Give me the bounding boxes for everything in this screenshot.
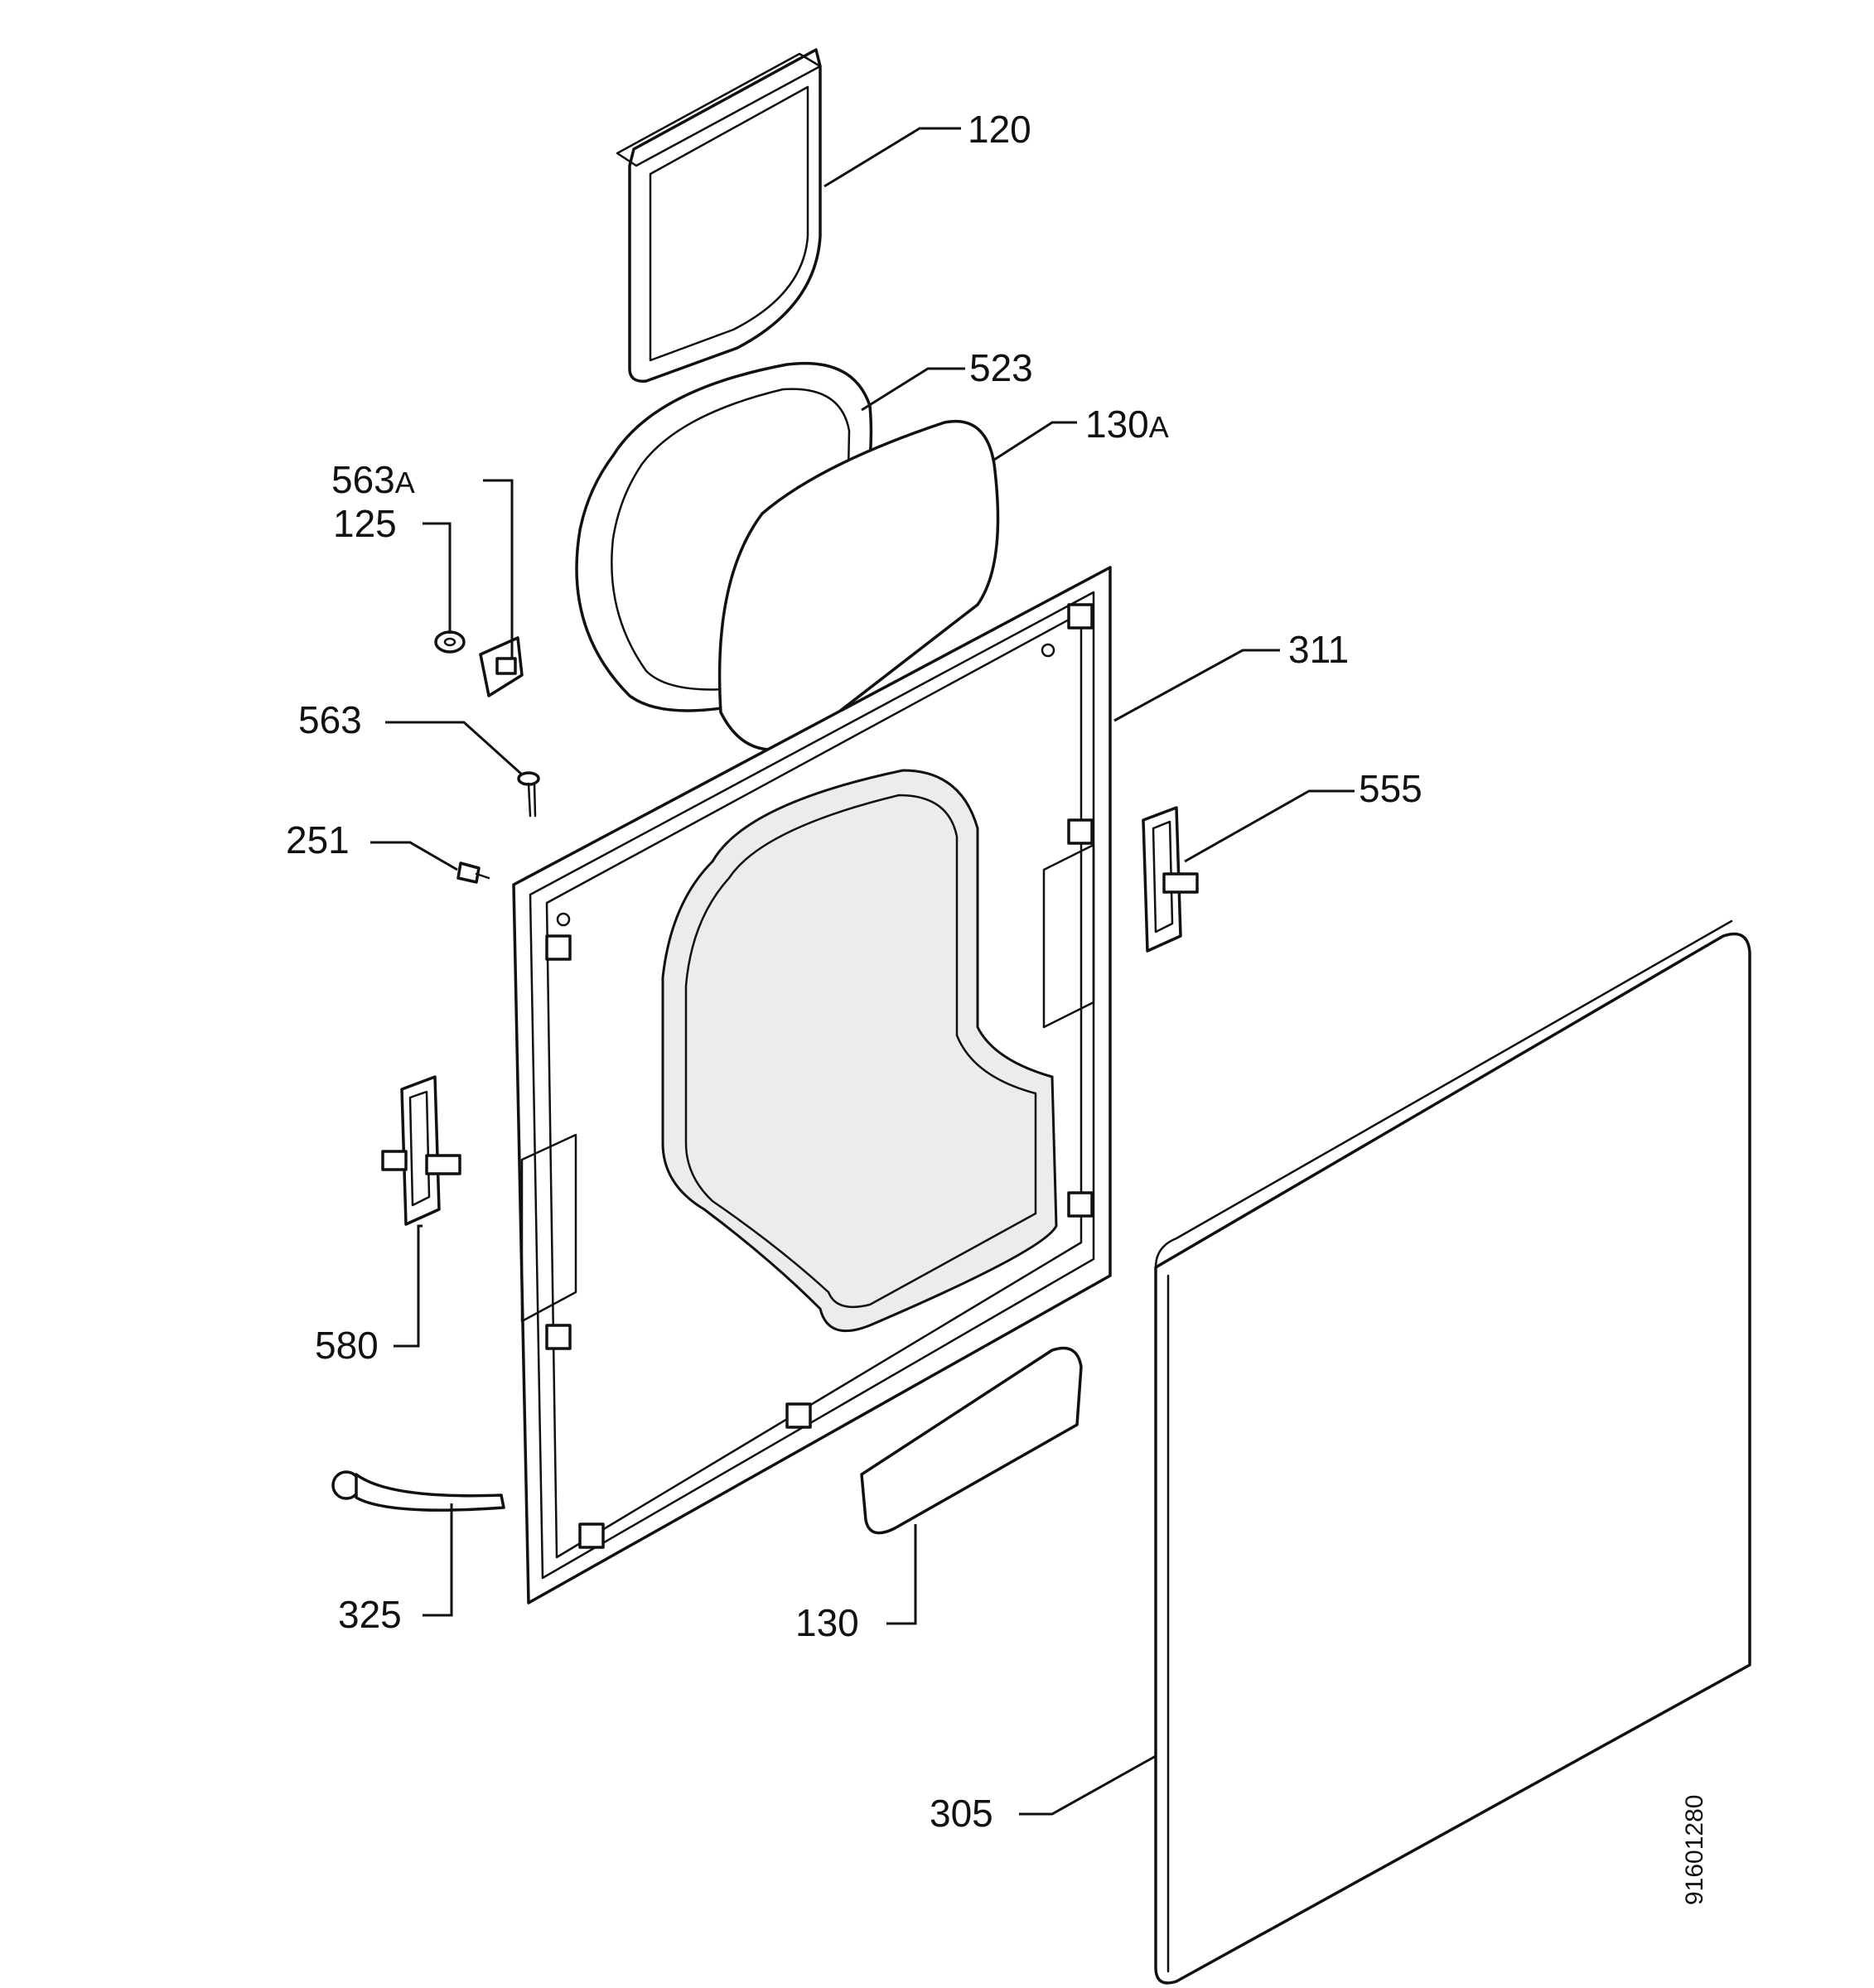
callout-251: 251: [286, 818, 350, 861]
part-130-small-gasket: [860, 1346, 1083, 1535]
drawing-number: 91601280: [1681, 1795, 1708, 1905]
callout-120: 120: [968, 108, 1031, 151]
callout-563a: 563A: [331, 458, 415, 501]
callout-325: 325: [338, 1593, 402, 1636]
callout-311: 311: [1288, 628, 1349, 671]
callout-555: 555: [1359, 767, 1422, 810]
part-305-door-panel: [1154, 919, 1751, 1985]
callout-130a-number: 130: [1085, 403, 1149, 446]
part-251-screw: [456, 861, 490, 884]
callout-labels: 120 523 130A 563A 125 311 563 555 251 58…: [286, 108, 1708, 1905]
part-563-screw: [517, 771, 540, 818]
callout-130a-suffix: A: [1149, 410, 1169, 444]
part-325-cable: [331, 1470, 505, 1512]
part-130a-gasket-ring: [717, 419, 1000, 751]
callout-130: 130: [795, 1601, 859, 1644]
callout-523: 523: [969, 346, 1033, 389]
callout-580: 580: [315, 1324, 379, 1367]
part-125-washer: [434, 630, 466, 654]
callout-305: 305: [930, 1792, 993, 1835]
part-555-hinge: [1142, 806, 1199, 953]
callout-563a-number: 563: [331, 458, 395, 501]
callout-125: 125: [333, 502, 397, 545]
callout-563: 563: [298, 698, 362, 741]
leader-lines: [370, 127, 1355, 1816]
part-311-door-frame: [512, 566, 1112, 1604]
callout-563a-suffix: A: [395, 466, 415, 499]
callout-130a: 130A: [1085, 403, 1169, 446]
part-563a-clip: [479, 636, 524, 697]
part-580-hinge: [381, 1075, 461, 1226]
part-120-lint-filter: [616, 48, 822, 383]
